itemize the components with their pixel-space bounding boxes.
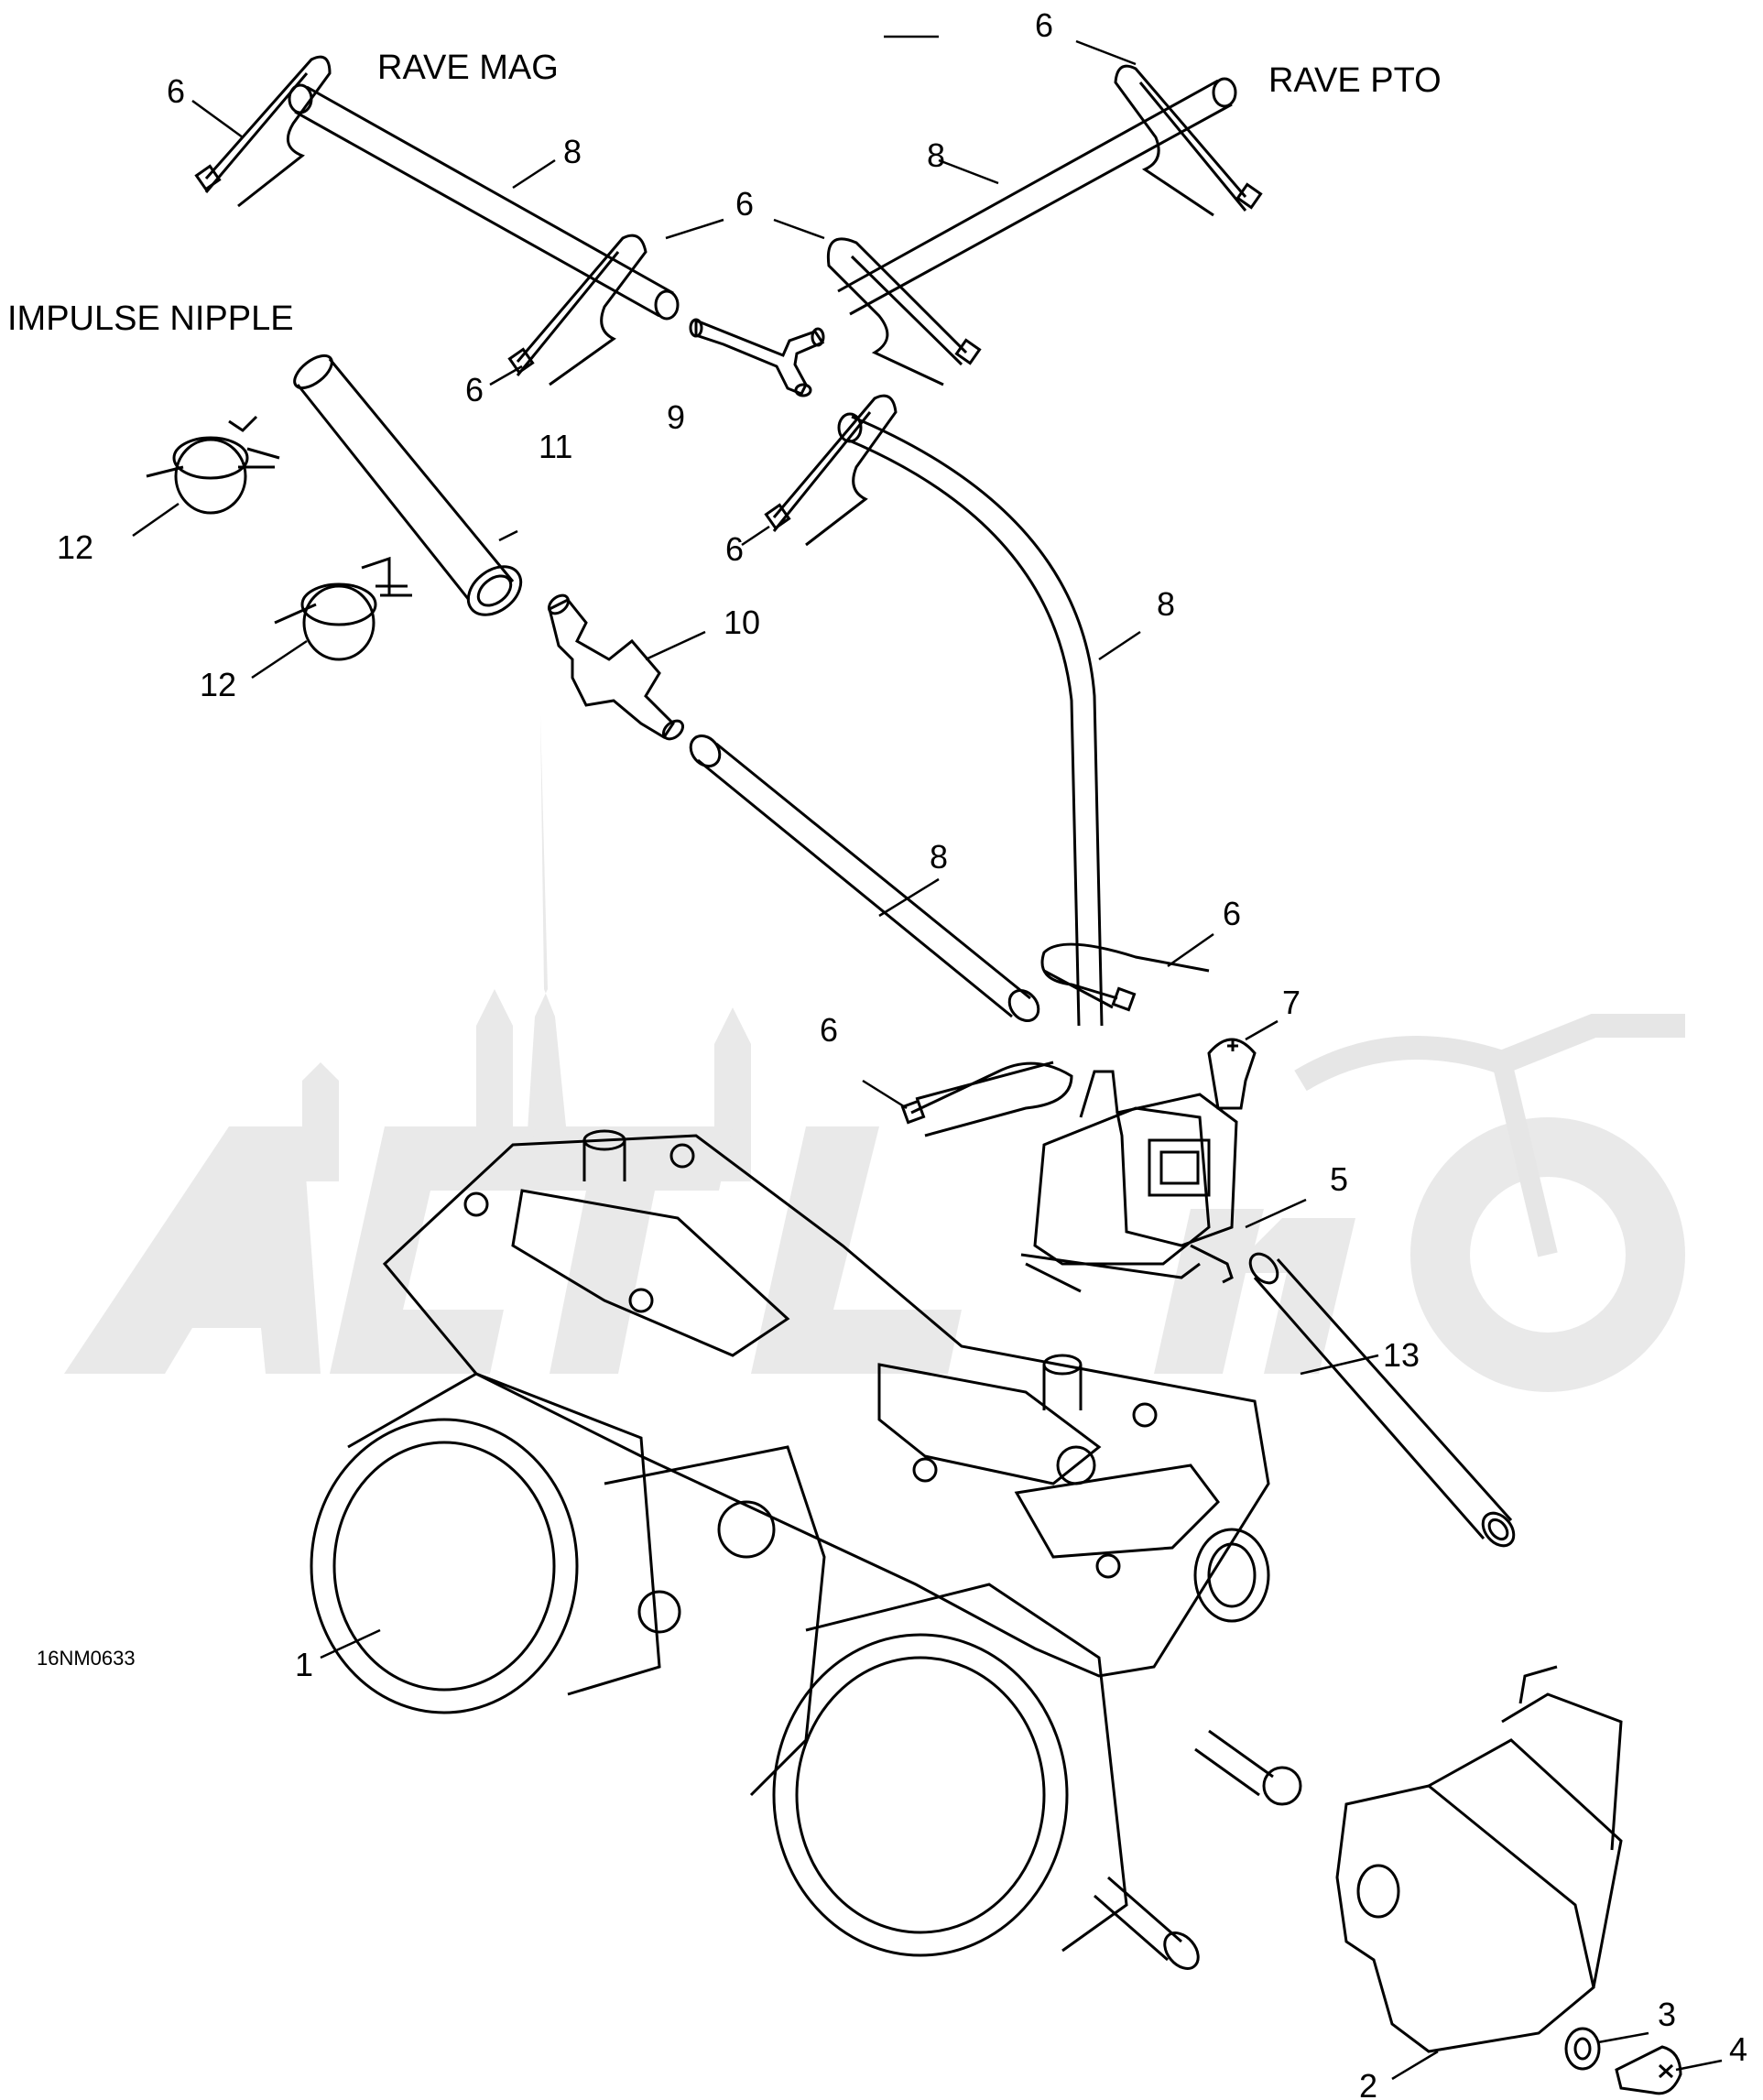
callout-10: 10	[724, 604, 760, 641]
callout-8: 8	[1157, 585, 1175, 623]
throttle-body	[310, 1129, 1302, 1970]
rave-hose-assembly	[288, 77, 1516, 1548]
callout-8: 8	[930, 838, 948, 876]
callout-5: 5	[1330, 1160, 1348, 1198]
cable-tie	[1040, 942, 1210, 1009]
labels: RAVE MAG RAVE PTO IMPULSE NIPPLE 16NM063…	[7, 6, 1747, 2100]
throttle-bore-left	[310, 1418, 579, 1714]
callout-12: 12	[57, 528, 93, 566]
cable-tie	[772, 394, 898, 547]
callout-6: 6	[735, 185, 754, 223]
callout-6: 6	[725, 530, 744, 568]
callout-12: 12	[200, 666, 236, 703]
hose-rave-mag	[294, 85, 674, 318]
callout-7: 7	[1282, 984, 1300, 1021]
leader-lines	[132, 35, 1723, 2081]
hose-end	[1212, 77, 1237, 108]
callout-6: 6	[167, 72, 185, 110]
cable-tie	[516, 234, 648, 386]
cable-ties	[194, 55, 1263, 1137]
throttle-bore-right	[772, 1633, 1069, 1957]
callout-11: 11	[539, 428, 572, 465]
check-valve	[548, 598, 675, 740]
hose-clip	[302, 584, 375, 661]
callout-8: 8	[927, 136, 945, 174]
label-impulse-nipple: IMPULSE NIPPLE	[7, 299, 294, 338]
watermark	[64, 714, 1685, 1392]
hose-clip	[146, 465, 275, 478]
hose-end	[654, 289, 680, 321]
cable-tie	[910, 1061, 1073, 1137]
callout-9: 9	[667, 398, 685, 436]
hose-clip	[174, 438, 247, 515]
impulse-nipple-hose	[296, 358, 515, 601]
cable-tie	[826, 237, 968, 386]
solenoid	[1033, 1106, 1211, 1266]
cable-tie	[204, 55, 332, 208]
label-rave-mag: RAVE MAG	[377, 49, 559, 87]
washer	[1564, 2027, 1601, 2071]
reference-code: 16NM0633	[37, 1647, 136, 1670]
label-rave-pto: RAVE PTO	[1268, 61, 1442, 100]
callout-6: 6	[1223, 895, 1241, 932]
position-sensor-assembly	[1335, 1665, 1682, 2095]
callout-4: 4	[1729, 2030, 1747, 2068]
callout-8: 8	[563, 133, 582, 170]
callout-2: 2	[1359, 2067, 1377, 2100]
hose-13	[1253, 1257, 1513, 1540]
callout-6: 6	[1035, 6, 1053, 44]
solenoid-assembly	[1020, 1038, 1257, 1293]
throttle-body-top-plate	[382, 1134, 1270, 1678]
hose-clips	[146, 415, 412, 661]
callout-3: 3	[1658, 1996, 1676, 2033]
callout-6: 6	[465, 371, 484, 408]
cable-tie	[1114, 64, 1247, 217]
callout-13: 13	[1383, 1336, 1420, 1374]
hose-rave-pto	[837, 79, 1233, 316]
callout-1: 1	[295, 1646, 313, 1683]
screw	[1207, 1038, 1257, 1110]
callout-6: 6	[820, 1011, 838, 1049]
tee-fitting	[694, 318, 825, 396]
hose-valve-to-solenoid	[697, 742, 1031, 1018]
hose-clip	[274, 593, 412, 625]
hose-to-solenoid	[846, 415, 1104, 1027]
position-sensor	[1335, 1784, 1595, 2053]
screw	[1615, 2045, 1682, 2095]
